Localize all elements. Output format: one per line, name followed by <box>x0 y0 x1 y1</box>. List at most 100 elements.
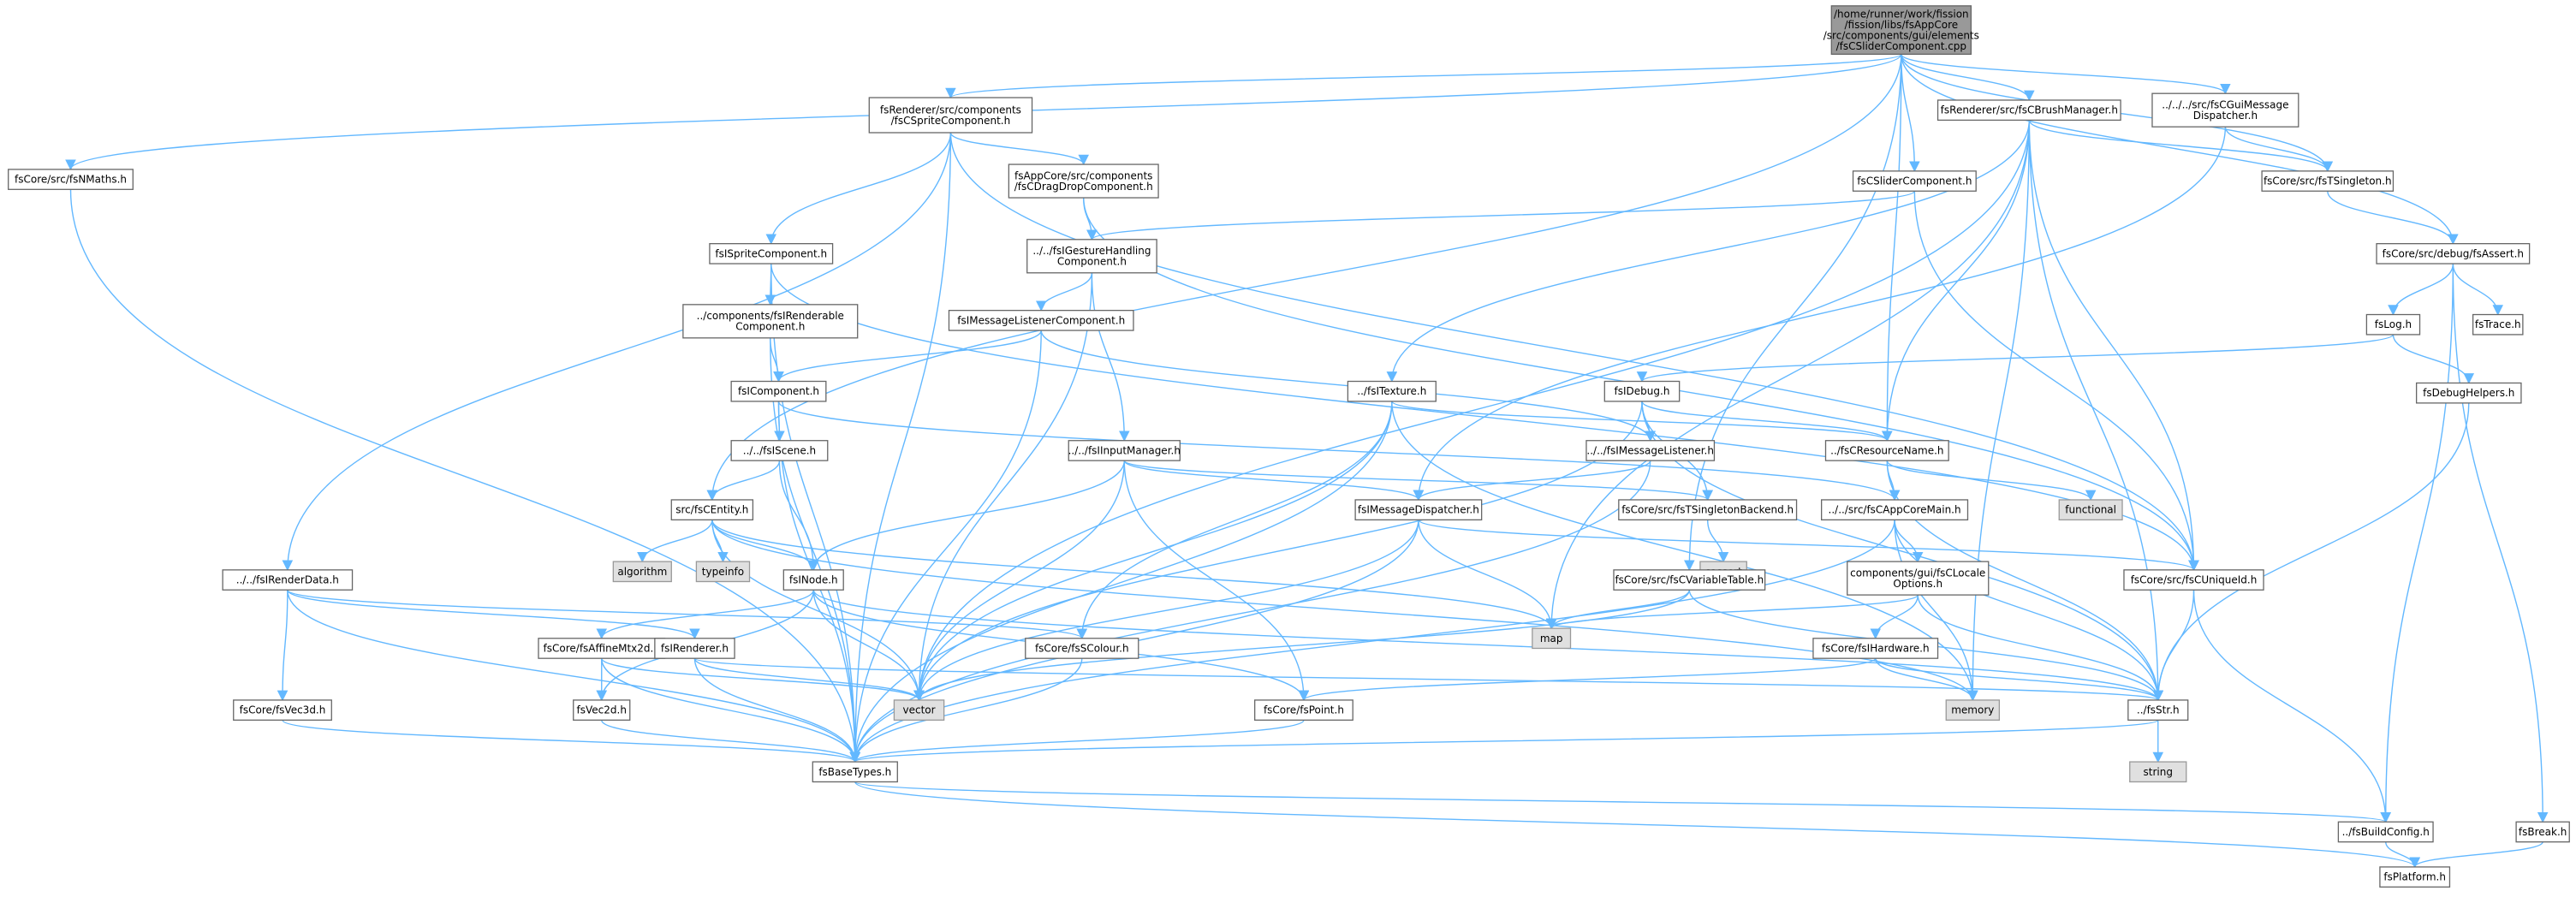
node-dragdrop[interactable]: fsAppCore/src/components/fsCDragDropComp… <box>1008 163 1159 199</box>
node-point[interactable]: fsCore/fsPoint.h <box>1254 699 1353 721</box>
node-inode[interactable]: fsINode.h <box>782 569 844 591</box>
edge-iinputmgr-to-vector <box>913 460 1125 702</box>
node-trace[interactable]: fsTrace.h <box>2472 313 2524 336</box>
node-typeinfo: typeinfo <box>695 561 751 583</box>
node-slidercomp[interactable]: fsCSliderComponent.h <box>1852 170 1977 192</box>
node-debughelpers[interactable]: fsDebugHelpers.h <box>2415 382 2522 404</box>
edge-centity-to-memory <box>711 520 1978 702</box>
edge-affine-to-vector <box>601 657 925 702</box>
node-resname[interactable]: ../fsCResourceName.h <box>1824 440 1949 461</box>
node-idebug[interactable]: fsIDebug.h <box>1603 380 1681 402</box>
node-label: /fsCSpriteComponent.h <box>891 115 1011 127</box>
edge-spritecomp-to-basetypes <box>849 133 952 763</box>
node-label: fsBreak.h <box>2519 826 2567 838</box>
edge-root-to-guimsg <box>1901 53 2231 95</box>
edge-basetypes-to-platform <box>854 781 2420 869</box>
node-tsingleton[interactable]: fsCore/src/fsTSingleton.h <box>2261 170 2395 192</box>
node-icomponent[interactable]: fsIComponent.h <box>730 380 827 402</box>
node-irenderdata[interactable]: ../../fsIRenderData.h <box>222 569 354 591</box>
node-break[interactable]: fsBreak.h <box>2515 821 2570 843</box>
edge-centity-to-algorithm <box>637 520 713 563</box>
node-box <box>812 761 898 783</box>
node-nmaths[interactable]: fsCore/src/fsNMaths.h <box>8 169 134 190</box>
node-itexture[interactable]: ../fsITexture.h <box>1347 380 1437 402</box>
node-label: fsINode.h <box>789 574 838 586</box>
edge-imsglistener-to-imsgdisp <box>1413 460 1651 502</box>
edge-imsgdisp-to-vector <box>913 520 1419 702</box>
edge-itexture-to-resname <box>1391 401 1893 442</box>
node-box <box>868 97 1033 134</box>
node-brushmgr[interactable]: fsRenderer/src/fsCBrushManager.h <box>1936 99 2121 122</box>
node-colour[interactable]: fsCore/fsSColour.h <box>1025 638 1139 659</box>
node-box <box>2151 92 2299 128</box>
node-label: ../fsCResourceName.h <box>1830 444 1943 456</box>
node-label: functional <box>2065 504 2116 516</box>
node-label: ../fsITexture.h <box>1357 385 1426 397</box>
node-uniqueid[interactable]: fsCore/src/fsCUniqueId.h <box>2123 569 2264 591</box>
edge-assert-to-log <box>2388 264 2454 316</box>
node-box <box>222 569 354 591</box>
edge-brushmgr-to-str <box>2028 120 2164 702</box>
node-str[interactable]: ../fsStr.h <box>2127 699 2189 721</box>
node-irenderer[interactable]: fsIRenderer.h <box>654 638 735 659</box>
node-memory: memory <box>1945 699 2001 721</box>
node-vartable[interactable]: fsCore/src/fsCVariableTable.h <box>1613 569 1766 591</box>
edge-spritecomp-to-uniqueid <box>949 133 2199 572</box>
node-label: fsRenderer/src/components <box>880 104 1021 116</box>
edge-slidercomp-to-gesture <box>1086 190 1916 241</box>
node-vec2d[interactable]: fsVec2d.h <box>573 699 631 721</box>
node-label: fsCore/fsVec3d.h <box>240 704 326 716</box>
node-imsglistener[interactable]: ../../fsIMessageListener.h <box>1585 440 1716 461</box>
node-buildconfig[interactable]: ../fsBuildConfig.h <box>2337 821 2434 843</box>
edge-centity-to-map <box>711 520 1557 630</box>
edge-log-to-idebug <box>1637 334 2395 383</box>
node-spritecomp[interactable]: fsRenderer/src/components/fsCSpriteCompo… <box>868 97 1033 134</box>
edge-vec2d-to-basetypes <box>601 720 860 763</box>
node-imsgdisp[interactable]: fsIMessageDispatcher.h <box>1354 499 1483 521</box>
edge-assert-to-trace <box>2452 264 2504 316</box>
edge-gesture-to-msglistcomp <box>1035 272 1093 312</box>
node-assert[interactable]: fsCore/src/debug/fsAssert.h <box>2376 243 2531 264</box>
node-label: /fsCDragDropComponent.h <box>1014 181 1153 193</box>
node-centity[interactable]: src/fsCEntity.h <box>670 499 754 521</box>
edge-gesture-to-iinputmgr <box>1091 272 1130 442</box>
node-label: fsIMessageListenerComponent.h <box>957 314 1125 326</box>
node-affine[interactable]: fsCore/fsAffineMtx2d.h <box>538 638 666 659</box>
edge-uniqueid-to-str <box>2152 590 2195 702</box>
edge-slidercomp-to-uniqueid <box>1913 191 2199 572</box>
node-label: fsCore/fsIHardware.h <box>1822 642 1930 654</box>
node-label: ../../fsIScene.h <box>743 444 816 456</box>
edge-brushmgr-to-map <box>1545 120 2031 630</box>
node-iscene[interactable]: ../../fsIScene.h <box>730 440 829 461</box>
node-iinputmgr[interactable]: ../../fsIInputManager.h <box>1068 440 1181 461</box>
node-ihardware[interactable]: fsCore/fsIHardware.h <box>1812 638 1939 659</box>
node-label: fsCore/fsPoint.h <box>1264 704 1344 716</box>
node-log[interactable]: fsLog.h <box>2365 313 2421 336</box>
node-label: Component.h <box>735 321 805 333</box>
edge-msglistcomp-to-icomponent <box>773 330 1042 383</box>
node-appcoremain[interactable]: ../../src/fsCAppCoreMain.h <box>1821 499 1969 521</box>
node-label: fsCore/src/fsTSingletonBackend.h <box>1621 504 1794 516</box>
node-basetypes[interactable]: fsBaseTypes.h <box>812 761 898 783</box>
node-functional: functional <box>2058 499 2123 521</box>
node-label: ../fsBuildConfig.h <box>2342 826 2430 838</box>
node-platform[interactable]: fsPlatform.h <box>2379 866 2451 888</box>
node-label: fsLog.h <box>2375 318 2412 330</box>
edge-imsglistener-to-basetypes <box>849 460 1651 763</box>
node-msglistcomp[interactable]: fsIMessageListenerComponent.h <box>948 310 1134 331</box>
node-vec3d[interactable]: fsCore/fsVec3d.h <box>233 699 332 721</box>
node-ispritecomp[interactable]: fsISpriteComponent.h <box>709 243 834 264</box>
node-box <box>2365 313 2421 336</box>
node-box <box>948 310 1134 331</box>
node-label: fsBaseTypes.h <box>818 766 891 778</box>
node-label: components/gui/fsCLocale <box>1850 567 1985 579</box>
node-tsingback[interactable]: fsCore/src/fsTSingletonBackend.h <box>1618 499 1798 521</box>
edge-inode-to-str <box>812 590 2163 702</box>
edge-irenderer-to-vector <box>693 657 925 702</box>
node-label: fsIMessageDispatcher.h <box>1358 504 1479 516</box>
